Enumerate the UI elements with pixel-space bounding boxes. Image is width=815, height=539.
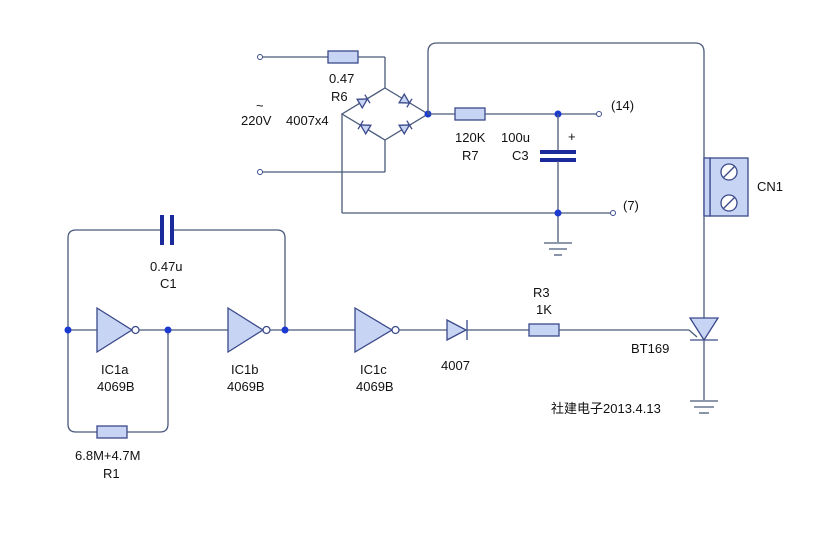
ac-terminal-bottom [257,169,263,175]
resistor-r1 [96,425,128,439]
credit-label: 社建电子2013.4.13 [551,401,661,416]
pin7-label: (7) [623,198,639,213]
connector-cn1 [703,157,749,318]
ic1a-name-label: IC1a [101,362,129,377]
oscillator [64,215,698,439]
junction [164,326,172,334]
resistor-r3 [528,323,560,337]
ic1c-type-label: 4069B [356,379,394,394]
r7-value-label: 120K [455,130,486,145]
ac-voltage-label: 220V [241,113,272,128]
diode-label: 4007 [441,358,470,373]
r1-value-label: 6.8M+4.7M [75,448,140,463]
triac-label: BT169 [631,341,669,356]
junction [281,326,289,334]
diode-4007 [446,318,468,342]
r6-value-label: 0.47 [329,71,354,86]
c3-name-label: C3 [512,148,529,163]
ic1c-name-label: IC1c [360,362,387,377]
ic1b-type-label: 4069B [227,379,265,394]
ic1a-type-label: 4069B [97,379,135,394]
r3-value-label: 1K [536,302,552,317]
pin7-terminal [610,210,616,216]
inverter-ic1a [96,306,134,354]
r6-name-label: R6 [331,89,348,104]
c1-value-label: 0.47u [150,259,183,274]
c3-plus-label: + [568,129,576,144]
c1-name-label: C1 [160,276,177,291]
junction [64,326,72,334]
resistor-r7 [454,107,486,121]
cn1-label: CN1 [757,179,783,194]
thyristor-bt169 [688,317,720,414]
ground-symbol [544,242,572,256]
r1-name-label: R1 [103,466,120,481]
junction [554,209,562,217]
power-supply [257,42,705,256]
ac-symbol-label: ~ [256,98,264,113]
c3-value-label: 100u [501,130,530,145]
resistor-r6 [327,50,359,64]
ac-terminal-top [257,54,263,60]
bridge-rectifier [340,87,430,141]
inverter-ic1b [227,306,265,354]
pin14-terminal [596,111,602,117]
inverter-ic1c [354,306,394,354]
ic1b-name-label: IC1b [231,362,258,377]
pin14-label: (14) [611,98,634,113]
bridge-label: 4007x4 [286,113,329,128]
r3-name-label: R3 [533,285,550,300]
r7-name-label: R7 [462,148,479,163]
